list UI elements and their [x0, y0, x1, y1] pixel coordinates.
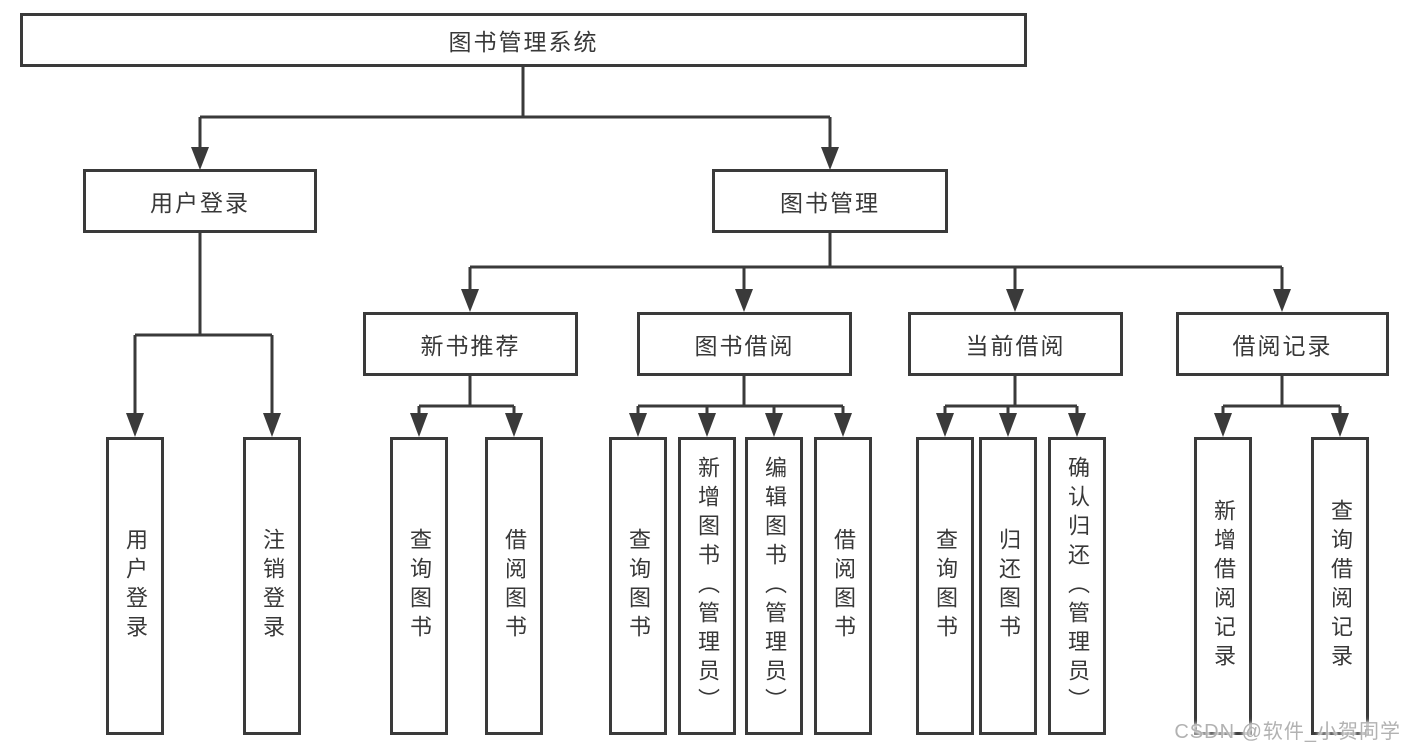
node-leaf-query-books-3: 查询图书: [916, 437, 974, 735]
node-leaf-confirm-return-admin: 确认归还（管理员）: [1048, 437, 1106, 735]
csdn-watermark: CSDN @软件_小贺同学: [1174, 721, 1401, 743]
node-leaf-add-books-admin: 新增图书（管理员）: [678, 437, 736, 735]
node-section-borrow-records: 借阅记录: [1176, 312, 1389, 376]
node-leaf-add-borrow-record: 新增借阅记录: [1194, 437, 1252, 735]
node-leaf-logout: 注销登录: [243, 437, 301, 735]
node-section-book-borrow: 图书借阅: [637, 312, 852, 376]
node-leaf-borrow-books-2: 借阅图书: [814, 437, 872, 735]
node-leaf-query-borrow-record: 查询借阅记录: [1311, 437, 1369, 735]
node-leaf-borrow-books-1: 借阅图书: [485, 437, 543, 735]
node-section-current-borrow: 当前借阅: [908, 312, 1123, 376]
node-user-login-branch: 用户登录: [83, 169, 317, 233]
node-leaf-edit-books-admin: 编辑图书（管理员）: [745, 437, 803, 735]
node-leaf-user-login: 用户登录: [106, 437, 164, 735]
node-leaf-query-books-1: 查询图书: [390, 437, 448, 735]
node-leaf-query-books-2: 查询图书: [609, 437, 667, 735]
node-section-new-book-recommend: 新书推荐: [363, 312, 578, 376]
node-book-management-branch: 图书管理: [712, 169, 948, 233]
node-root: 图书管理系统: [20, 13, 1027, 67]
node-leaf-return-books: 归还图书: [979, 437, 1037, 735]
